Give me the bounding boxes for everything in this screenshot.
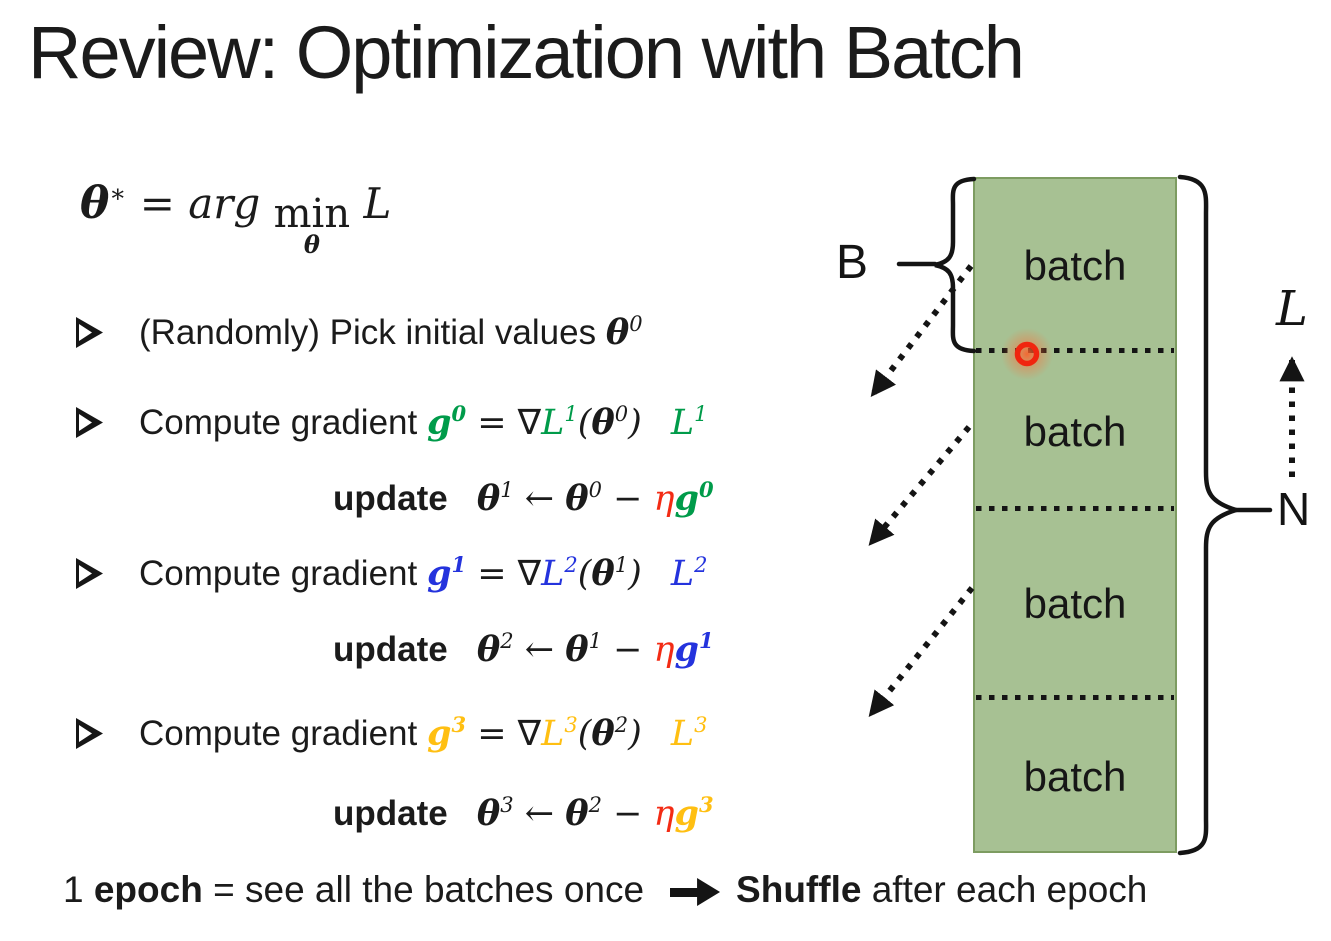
batch-label-4: batch: [1023, 753, 1127, 800]
batch-label-3: batch: [1023, 580, 1127, 627]
shuffle-note-text: Shuffle after each epoch: [736, 869, 1148, 910]
right-arrow-icon: [670, 878, 721, 906]
bullet-pick-initial: (Randomly) Pick initial values θ0: [76, 312, 643, 353]
batch-label-2: batch: [1023, 408, 1127, 455]
arrowhead-bullet-icon: [76, 407, 103, 438]
arrowhead-bullet-icon: [76, 558, 103, 589]
batch-size-label: B: [836, 236, 869, 289]
arrowhead-bullet-icon: [76, 718, 103, 749]
footer-epoch-note: 1 epoch = see all the batches once Shuff…: [63, 869, 1147, 911]
batch-divider: [976, 348, 1174, 353]
dotted-arrow-batch3-to-L3: [868, 586, 975, 717]
bullet-pick-initial-text: (Randomly) Pick initial values θ0: [139, 311, 643, 353]
bullet-gradient-1-text: Compute gradient g0 = ∇L1(θ0) L1: [139, 400, 708, 443]
arrowhead-bullet-icon: [76, 317, 103, 348]
update-line-2: update θ2 ← θ1 − ηg1: [333, 627, 714, 670]
page-title: Review: Optimization with Batch: [28, 11, 1025, 94]
dotted-arrow-batch1-to-L1: [870, 264, 974, 398]
n-brace: [1177, 174, 1244, 856]
loss-label: L: [1276, 281, 1308, 337]
batch-label-1: batch: [1023, 242, 1127, 289]
bullet-gradient-1: Compute gradient g0 = ∇L1(θ0) L1: [76, 400, 708, 443]
update-line-3: update θ3 ← θ2 − ηg3: [333, 791, 714, 834]
bullet-gradient-3: Compute gradient g3 = ∇L3(θ2) L3: [76, 711, 708, 754]
dataset-rectangle: [973, 177, 1177, 853]
bullet-gradient-2: Compute gradient g1 = ∇L2(θ1) L2: [76, 551, 708, 594]
dataset-size-label: N: [1277, 483, 1311, 535]
dotted-arrow-batch2-to-L2: [868, 425, 972, 546]
update-line-1: update θ1 ← θ0 − ηg0: [333, 476, 714, 519]
b-brace: [934, 176, 977, 354]
batch-divider: [976, 506, 1174, 511]
batch-divider: [976, 695, 1174, 700]
epoch-definition-text: 1 epoch = see all the batches once: [63, 869, 645, 910]
bullet-gradient-3-text: Compute gradient g3 = ∇L3(θ2) L3: [139, 711, 708, 754]
bullet-gradient-2-text: Compute gradient g1 = ∇L2(θ1) L2: [139, 551, 708, 594]
